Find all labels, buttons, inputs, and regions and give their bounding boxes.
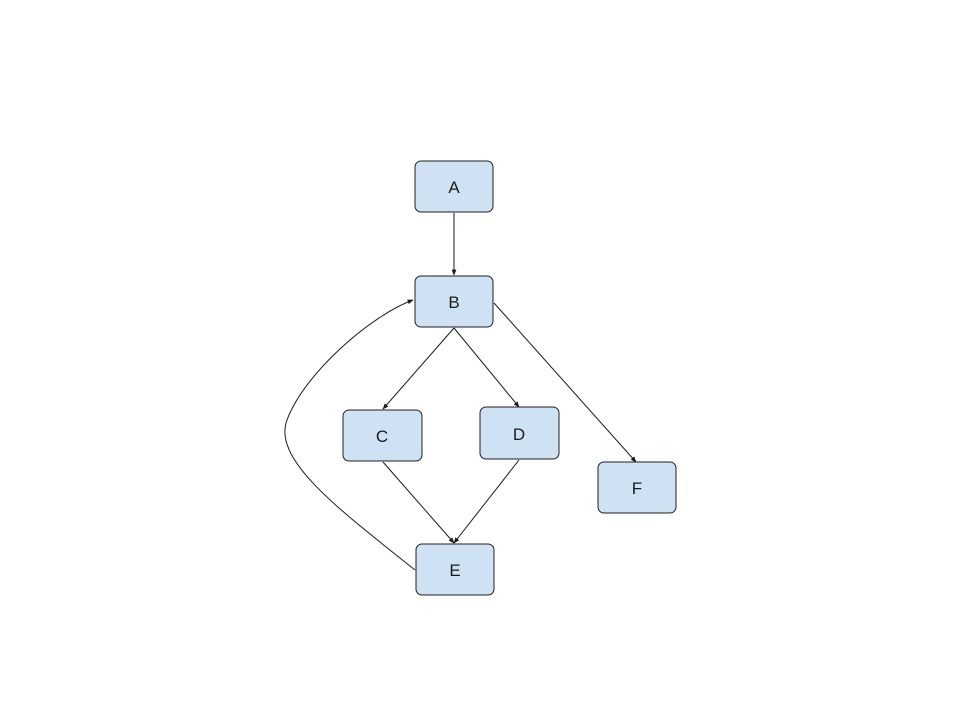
edge-b-to-c bbox=[382, 327, 455, 410]
edge-b-to-d bbox=[453, 327, 520, 408]
node-c[interactable]: C bbox=[342, 409, 423, 462]
node-d-label: D bbox=[513, 425, 525, 444]
node-f[interactable]: F bbox=[597, 461, 677, 514]
node-b-label: B bbox=[448, 293, 459, 312]
node-b[interactable]: B bbox=[414, 275, 494, 328]
node-e-label: E bbox=[449, 561, 460, 580]
node-e[interactable]: E bbox=[415, 543, 495, 596]
node-a[interactable]: A bbox=[414, 160, 494, 213]
edge-d-to-e bbox=[453, 459, 520, 544]
node-a-label: A bbox=[448, 178, 460, 197]
edge-c-to-e bbox=[382, 461, 455, 544]
edge-b-to-f bbox=[493, 302, 637, 463]
edge-e-to-b bbox=[284, 299, 416, 571]
node-f-label: F bbox=[632, 479, 642, 498]
node-c-label: C bbox=[376, 427, 388, 446]
node-d[interactable]: D bbox=[479, 406, 560, 460]
